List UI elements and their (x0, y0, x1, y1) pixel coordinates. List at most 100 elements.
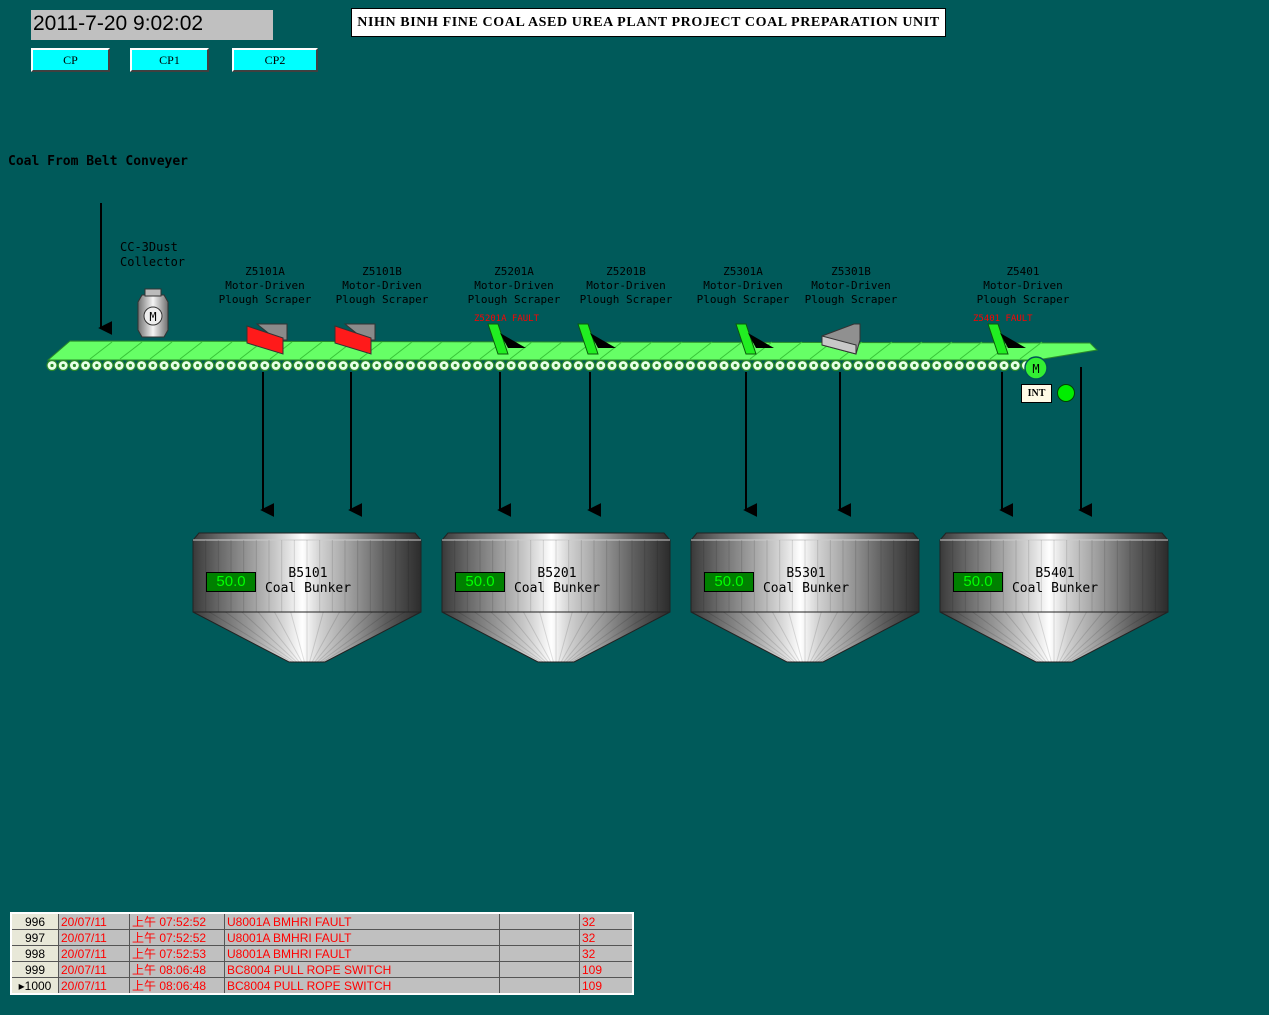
roller (595, 359, 607, 372)
bunker-name: Coal Bunker (264, 581, 352, 596)
alarm-date: 20/07/11 (58, 977, 130, 995)
scraper-tag: Z5301A (723, 265, 763, 278)
nav-button-cp2[interactable]: CP2 (232, 48, 318, 72)
dust-collector-label-line1: CC-3Dust (120, 240, 178, 254)
roller (449, 359, 461, 372)
bunker-name: Coal Bunker (762, 581, 850, 596)
dust-collector-label-line2: Collector (120, 255, 186, 269)
roller (539, 359, 551, 372)
scraper-line2: Plough Scraper (804, 293, 898, 306)
alarm-index: ▸1000 (10, 977, 59, 995)
roller (841, 359, 853, 372)
roller (348, 359, 360, 372)
roller (337, 359, 349, 372)
discharge-arrows (260, 367, 1093, 517)
scraper-line1: Motor-Driven (703, 279, 783, 292)
scraper-tag: Z5201B (606, 265, 646, 278)
roller (740, 359, 753, 372)
alarm-code: 32 (579, 945, 634, 962)
roller (483, 359, 495, 372)
roller (68, 359, 81, 372)
roller (718, 359, 730, 372)
bunker-name: Coal Bunker (1011, 581, 1099, 596)
page-title: NIHN BINH FINE COAL ASED UREA PLANT PROJ… (351, 8, 946, 37)
scraper-line1: Motor-Driven (811, 279, 891, 292)
plough-scraper-icon (987, 323, 1026, 355)
alarm-time: 上午 07:52:53 (129, 945, 225, 962)
roller (382, 359, 394, 372)
nav-button-cp1[interactable]: CP1 (130, 48, 209, 72)
roller (57, 359, 69, 372)
roller (953, 359, 965, 372)
bunker-level-display: 50.0 (206, 572, 256, 592)
plough-scraper-icon (334, 323, 376, 355)
roller (494, 359, 506, 372)
conveyor-rollers (46, 359, 1033, 372)
roller (651, 359, 663, 372)
roller (998, 359, 1010, 372)
roller (292, 359, 304, 372)
roller (304, 359, 316, 372)
roller (662, 359, 674, 372)
alarm-extra (499, 961, 580, 978)
roller (639, 359, 652, 372)
scraper-line1: Motor-Driven (225, 279, 305, 292)
roller (136, 359, 148, 372)
roller (942, 359, 954, 372)
roller (225, 359, 237, 372)
scraper-tag: Z5301B (831, 265, 871, 278)
alarm-index: 999 (10, 961, 59, 978)
alarm-date: 20/07/11 (58, 961, 130, 978)
roller (819, 359, 831, 372)
scraper-line2: Plough Scraper (976, 293, 1070, 306)
alarm-text: U8001A BMHRI FAULT (224, 912, 500, 930)
roller (214, 359, 226, 372)
scraper-tag: Z5401 (1006, 265, 1040, 278)
roller (236, 359, 248, 372)
conveyor-drive-motor-symbol: M (1032, 362, 1039, 376)
scraper-line2: Plough Scraper (335, 293, 429, 306)
alarm-date: 20/07/11 (58, 929, 130, 946)
scraper-line2: Plough Scraper (579, 293, 673, 306)
bunker-tag: B5201 (537, 566, 577, 581)
scraper-line1: Motor-Driven (474, 279, 554, 292)
roller (684, 359, 697, 372)
roller (270, 359, 282, 372)
roller (875, 359, 887, 372)
row-cursor-icon: ▸ (18, 978, 25, 993)
roller (360, 359, 372, 372)
roller (673, 359, 685, 372)
scraper-fault-text: Z5201A FAULT (474, 314, 540, 324)
alarm-index: 996 (10, 912, 59, 930)
scraper-line2: Plough Scraper (218, 293, 312, 306)
scraper-line2: Plough Scraper (696, 293, 790, 306)
roller (505, 359, 517, 372)
roller (393, 359, 405, 372)
alarm-text: BC8004 PULL ROPE SWITCH (224, 961, 500, 978)
scraper-line1: Motor-Driven (342, 279, 422, 292)
nav-button-cp[interactable]: CP (31, 48, 110, 72)
alarm-extra (499, 912, 580, 930)
alarm-index: 998 (10, 945, 59, 962)
roller (919, 359, 932, 372)
roller (830, 359, 842, 372)
alarm-time: 上午 07:52:52 (129, 929, 225, 946)
roller (785, 359, 797, 372)
alarm-code: 32 (579, 929, 634, 946)
int-button[interactable]: INT (1021, 384, 1052, 403)
roller (438, 359, 450, 372)
alarm-index: 997 (10, 929, 59, 946)
roller (192, 359, 204, 372)
coal-bunker-icon (939, 532, 1169, 663)
coal-bunker-icon (441, 532, 671, 663)
